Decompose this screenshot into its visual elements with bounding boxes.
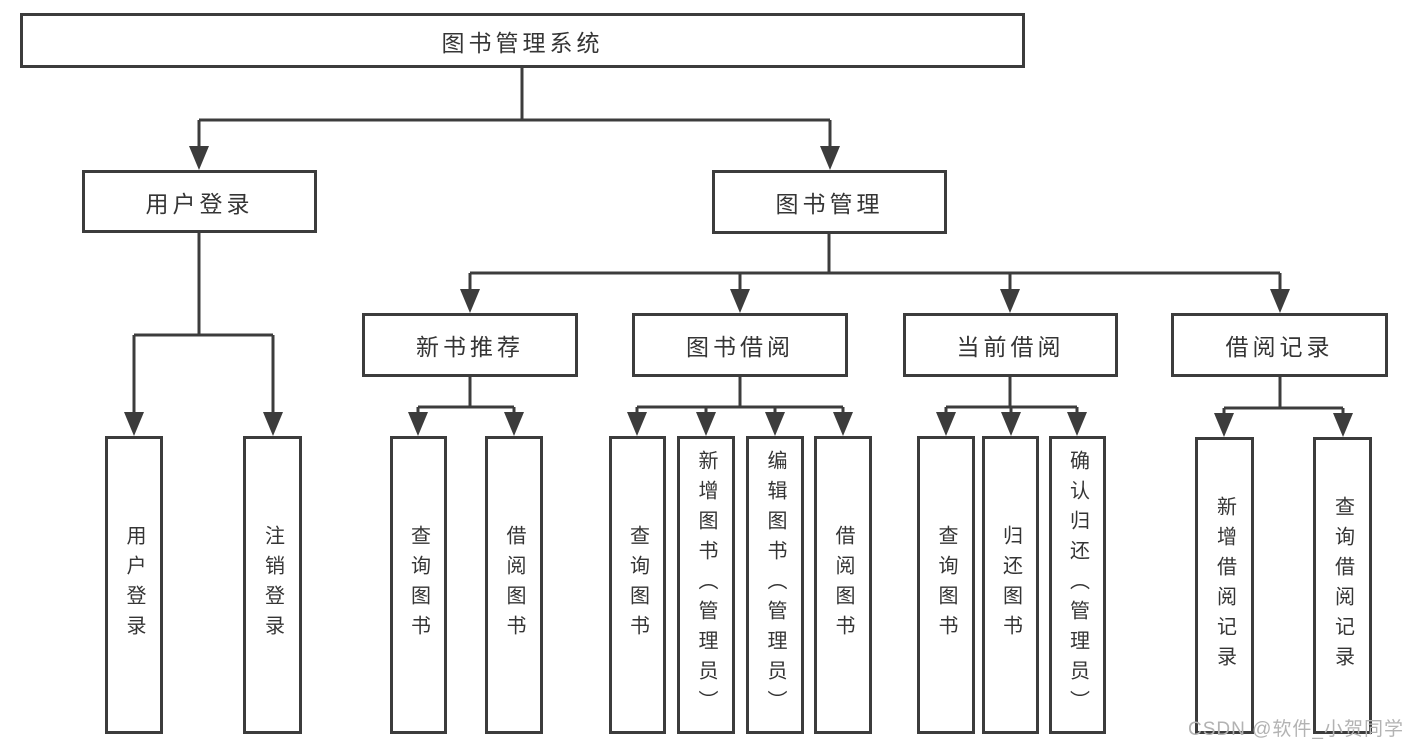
leaf-query-borrow-record: 查询借阅记录: [1313, 437, 1372, 734]
leaf-borrow-books: 借阅图书: [814, 436, 872, 734]
connector-new-book-to-leaves: [408, 375, 524, 436]
connector-root-to-level2: [189, 66, 840, 170]
watermark: CSDN @软件_小贺同学: [1188, 719, 1404, 740]
node-root: 图书管理系统: [20, 13, 1025, 68]
node-borrow-records: 借阅记录: [1171, 313, 1388, 377]
leaf-edit-book-admin: 编辑图书（管理员）: [746, 436, 804, 734]
leaf-logout: 注销登录: [243, 436, 302, 734]
node-book-management: 图书管理: [712, 170, 947, 234]
leaf-query-books-current: 查询图书: [917, 436, 975, 734]
leaf-add-book-admin: 新增图书（管理员）: [677, 436, 735, 734]
connector-user-login-to-leaves: [124, 231, 283, 436]
connector-book-management-to-level3: [460, 233, 1290, 313]
leaf-confirm-return-admin: 确认归还（管理员）: [1049, 436, 1106, 734]
node-book-borrow: 图书借阅: [632, 313, 848, 377]
leaf-query-books-recommend: 查询图书: [390, 436, 447, 734]
leaf-return-book: 归还图书: [982, 436, 1039, 734]
connector-current-borrow-to-leaves: [936, 375, 1087, 436]
leaf-query-books-borrow: 查询图书: [609, 436, 666, 734]
node-current-borrow: 当前借阅: [903, 313, 1118, 377]
leaf-user-login: 用户登录: [105, 436, 163, 734]
leaf-add-borrow-record: 新增借阅记录: [1195, 437, 1254, 734]
connector-book-borrow-to-leaves: [627, 375, 853, 436]
node-user-login: 用户登录: [82, 170, 317, 233]
leaf-borrow-books-recommend: 借阅图书: [485, 436, 543, 734]
node-new-book-recommend: 新书推荐: [362, 313, 578, 377]
connector-borrow-records-to-leaves: [1214, 375, 1353, 437]
